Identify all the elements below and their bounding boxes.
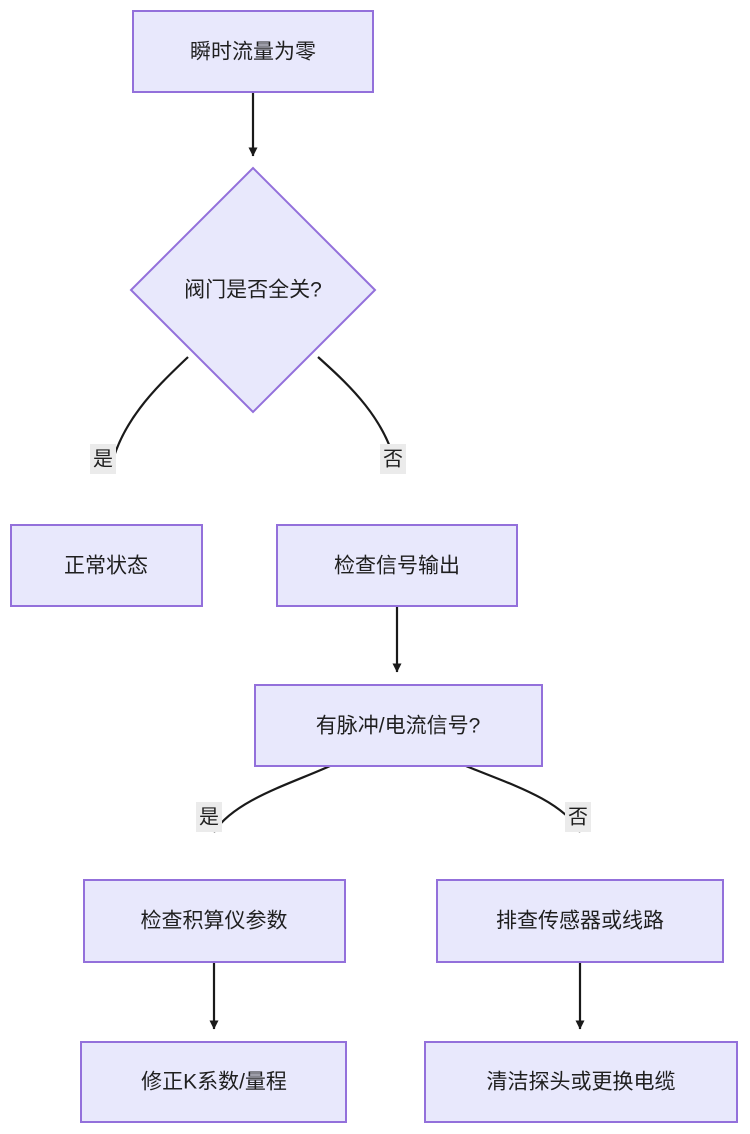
- edge-label-bg-yes-1: [90, 444, 116, 474]
- node-check-integrator-params[interactable]: 检查积算仪参数: [83, 879, 346, 963]
- node-correct-k-factor-range[interactable]: 修正K系数/量程: [80, 1041, 347, 1123]
- node-shape-rect: [254, 684, 543, 767]
- node-label-clean-probe-or-replace-cable: 清洁探头或更换电缆: [487, 1071, 676, 1094]
- node-label-normal-state: 正常状态: [64, 555, 148, 578]
- node-shape-rect: [10, 524, 203, 607]
- edge-label-bg-no-2: [565, 802, 591, 832]
- node-shape-rect: [276, 524, 518, 607]
- node-label-instant-flow-zero: 瞬时流量为零: [190, 41, 316, 64]
- node-label-valve-fully-closed: 阀门是否全关?: [184, 279, 322, 302]
- node-shape-rect: [83, 879, 346, 963]
- node-shape-diamond: [129, 166, 377, 414]
- node-label-inspect-sensor-or-wiring: 排查传感器或线路: [496, 910, 664, 933]
- node-has-pulse-current-signal[interactable]: 有脉冲/电流信号?: [254, 684, 543, 767]
- edge-label-no-2: 否: [568, 806, 588, 828]
- node-label-check-integrator-params: 检查积算仪参数: [141, 910, 288, 933]
- node-normal-state[interactable]: 正常状态: [10, 524, 203, 607]
- node-shape-rect: [80, 1041, 347, 1123]
- edge-n5-n6: [213, 764, 331, 833]
- edge-n5-n7: [465, 764, 581, 833]
- node-label-check-signal-output: 检查信号输出: [334, 555, 460, 578]
- node-label-correct-k-factor-range: 修正K系数/量程: [141, 1071, 287, 1094]
- node-clean-probe-or-replace-cable[interactable]: 清洁探头或更换电缆: [424, 1041, 738, 1123]
- node-inspect-sensor-or-wiring[interactable]: 排查传感器或线路: [436, 879, 724, 963]
- node-shape-rect: [424, 1041, 738, 1123]
- edge-label-yes-1: 是: [93, 448, 113, 470]
- edge-label-yes-2: 是: [199, 806, 219, 828]
- node-check-signal-output[interactable]: 检查信号输出: [276, 524, 518, 607]
- node-label-has-pulse-current-signal: 有脉冲/电流信号?: [316, 715, 481, 738]
- edge-n2-n3: [107, 356, 189, 473]
- edge-label-bg-no-1: [380, 444, 406, 474]
- edge-label-bg-yes-2: [196, 802, 222, 832]
- edge-label-no-1: 否: [383, 448, 403, 470]
- node-valve-fully-closed[interactable]: 阀门是否全关?: [129, 166, 377, 414]
- edge-label-group: 是 否 是 否: [90, 444, 591, 832]
- node-shape-rect: [436, 879, 724, 963]
- node-instant-flow-zero[interactable]: 瞬时流量为零: [132, 10, 374, 93]
- node-shape-rect: [132, 10, 374, 93]
